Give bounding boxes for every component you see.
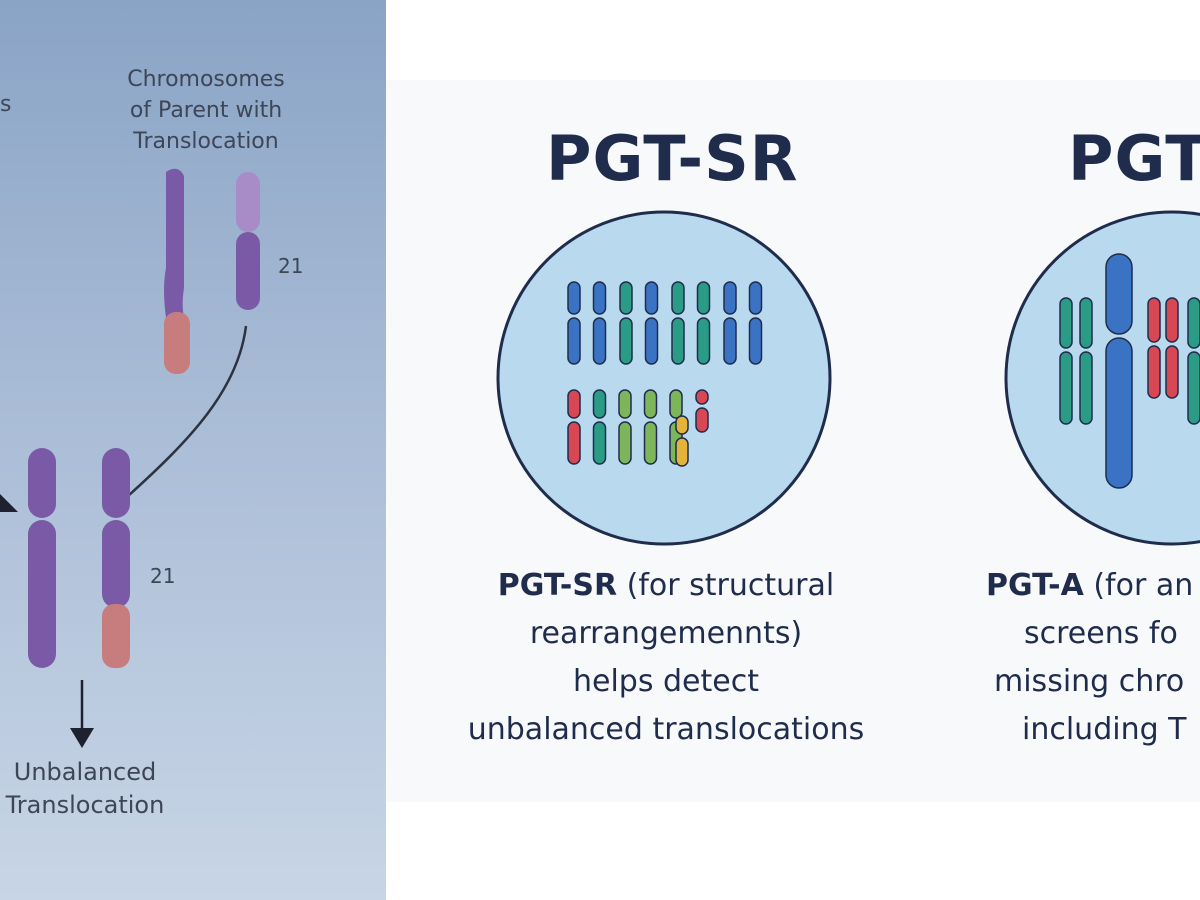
pgt-a-desc-line: screens fo [1024, 616, 1178, 651]
chromosome-number-bottom: 21 [150, 564, 176, 588]
pgt-sr-chromosome-arm-p [696, 281, 711, 315]
pgt-a-chromosome-arm-q [1147, 345, 1161, 399]
pgt-sr-karyotype-circle [496, 210, 832, 546]
pgt-sr-chromosome-small-arm-p [675, 415, 689, 435]
pgt-sr-chromosome-arm-q [619, 317, 633, 365]
pgt-sr-chromosome-arm-q [748, 317, 763, 365]
pgt-a-chromosome-arm-p [1165, 297, 1179, 343]
pgt-sr-chromosome-arm-p [618, 389, 632, 419]
connector-curve [127, 325, 248, 497]
pgt-sr-desc-line: unbalanced translocations [467, 712, 865, 747]
pgt-sr-chromosome-small-arm-q [695, 407, 709, 433]
pgt-sr-chromosome-small-arm-q [675, 437, 689, 467]
parent-label-line: Translocation [133, 129, 279, 154]
pgt-sr-chromosome-arm-p [592, 389, 607, 419]
pgt-comparison-panel: PGT-SR PGT- PGT-SR (for structural rearr… [386, 80, 1200, 802]
pgt-a-title: PGT- [1068, 122, 1200, 195]
child-chromosome-right-translocated-segment [102, 604, 130, 668]
pgt-sr-chromosome-arm-p [723, 281, 737, 315]
pgt-sr-chromosome-arm-p [619, 281, 633, 315]
pgt-sr-desc-rest: (for structural [617, 568, 835, 603]
result-label-line: Translocation [5, 791, 165, 819]
result-label-line: Unbalanced [13, 758, 157, 786]
pgt-sr-chromosome-arm-p [643, 389, 658, 419]
pgt-sr-desc-line: rearrangemennts) [529, 616, 803, 651]
pgt-a-desc-line: missing chro [994, 664, 1185, 699]
parent-chromosome-21-upper [236, 172, 260, 232]
pgt-a-chromosome-arm-p [1079, 297, 1093, 349]
pgt-sr-description: PGT-SR (for structural rearrangemennts) … [446, 562, 886, 754]
pgt-sr-chromosome-arm-q [696, 317, 711, 365]
pgt-a-chromosome-large-arm-q [1105, 337, 1133, 489]
pgt-a-chromosome-arm-q [1079, 351, 1093, 425]
pgt-sr-chromosome-arm-q [723, 317, 737, 365]
child-chromosome-right-upper [102, 448, 130, 518]
child-chromosome-right-lower [102, 520, 130, 608]
pgt-sr-desc-line: PGT-SR (for structural [446, 562, 886, 610]
pgt-sr-title: PGT-SR [546, 122, 799, 195]
pgt-sr-desc-bold: PGT-SR [497, 568, 618, 603]
pgt-sr-chromosome-arm-q [592, 421, 607, 465]
left-arrow-icon [0, 494, 18, 512]
pgt-a-chromosome-arm-p [1059, 297, 1073, 349]
pgt-sr-chromosome-arm-q [592, 317, 607, 365]
chromosome-number-top: 21 [278, 254, 304, 278]
pgt-sr-chromosome-small-arm-p [695, 389, 709, 405]
pgt-sr-chromosome-arm-p [644, 281, 659, 315]
parent-chromosome-21-lower [236, 232, 260, 310]
pgt-sr-chromosome-arm-q [567, 421, 581, 465]
pgt-sr-chromosome-arm-q [644, 317, 659, 365]
pgt-sr-chromosome-arm-q [567, 317, 581, 365]
translocation-illustration: Chromosomes of Parent with Translocation… [0, 0, 386, 900]
pgt-a-karyotype-circle [1004, 210, 1200, 546]
pgt-a-chromosome-arm-p [1187, 297, 1200, 349]
pgt-a-chromosome-arm-q [1165, 345, 1179, 399]
pgt-a-desc-line: including T [1022, 712, 1187, 747]
pgt-sr-desc-line: helps detect [573, 664, 759, 699]
pgt-sr-chromosome-arm-p [671, 281, 685, 315]
pgt-a-desc-rest: (for an [1083, 568, 1194, 603]
parent-chromosomes-label: Chromosomes of Parent with Translocation [106, 64, 306, 157]
parent-label-line: of Parent with [129, 98, 283, 123]
pgt-sr-chromosome-arm-p [748, 281, 763, 315]
pgt-a-desc-line: PGT-A (for an [986, 562, 1200, 610]
pgt-a-desc-bold: PGT-A [986, 568, 1084, 603]
parent-label-line: Chromosomes [127, 67, 285, 92]
pgt-sr-chromosome-arm-p [669, 389, 683, 419]
child-chromosome-left-upper [28, 448, 56, 518]
unbalanced-translocation-label: Unbalanced Translocation [0, 756, 230, 822]
pgt-a-chromosome-large-arm-p [1105, 253, 1133, 335]
pgt-sr-chromosome-arm-p [567, 389, 581, 419]
pgt-sr-chromosome-arm-q [618, 421, 632, 465]
cropped-label: s [0, 92, 12, 117]
pgt-sr-chromosome-arm-q [671, 317, 685, 365]
pgt-a-chromosome-set [1059, 253, 1200, 489]
pgt-a-chromosome-arm-q [1187, 351, 1200, 425]
pgt-a-chromosome-arm-q [1059, 351, 1073, 425]
down-arrow-icon [70, 728, 94, 748]
child-chromosome-left-lower [28, 520, 56, 668]
translocation-drawing [0, 168, 260, 748]
parent-chromosome-long [164, 168, 188, 358]
pgt-a-chromosome-arm-p [1147, 297, 1161, 343]
pgt-a-description: PGT-A (for an screens fo missing chro in… [986, 562, 1200, 754]
pgt-sr-chromosome-set [567, 281, 763, 467]
pgt-karyotype-drawings [496, 210, 1200, 546]
pgt-sr-chromosome-arm-p [592, 281, 607, 315]
parent-chromosome-long-translocated-segment [164, 312, 190, 374]
pgt-sr-chromosome-arm-q [643, 421, 658, 465]
pgt-sr-chromosome-arm-p [567, 281, 581, 315]
